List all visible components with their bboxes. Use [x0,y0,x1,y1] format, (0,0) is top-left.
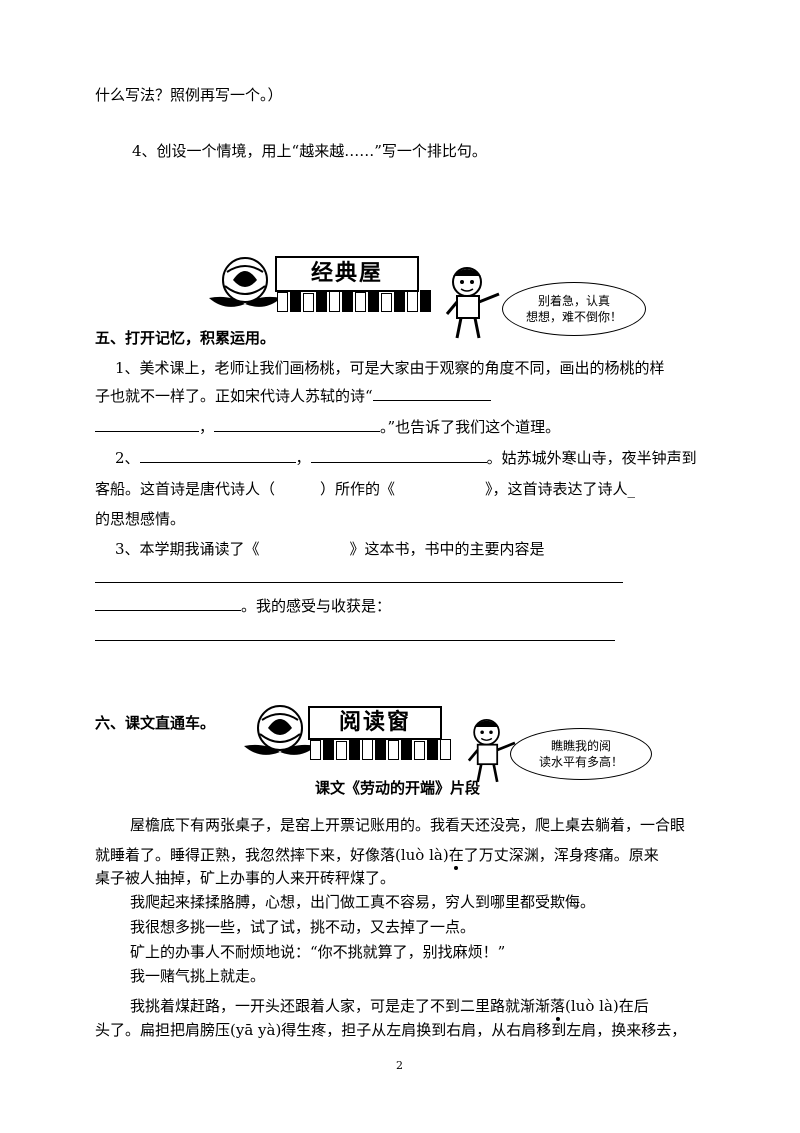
rose-icon [209,257,281,307]
passage-line: 我爬起来揉揉胳膊，心想，出门做工真不容易，穷人到哪里都受欺侮。 [130,893,596,911]
passage-text: 了万丈深渊，浑身疼痛。原来 [463,846,659,864]
answer-blank[interactable] [214,417,381,432]
q1-text: 。”也告诉了我们这个道理。 [380,418,561,436]
q2-line: 客船。这首诗是唐代诗人（ ）所作的《 》，这首诗表达了诗人_ [95,480,636,498]
section-heading: 五、打开记忆，积累运用。 [95,329,276,347]
passage-line: 就睡着了。睡得正熟，我忽然摔下来，好像落(luò là)在了万丈深渊，浑身疼痛。… [95,845,659,865]
bubble-text: 瞧瞧我的阅 [550,739,611,753]
q1-line: 1、美术课上，老师让我们画杨桃，可是大家由于观察的角度不同，画出的杨桃的样 [115,359,665,377]
child-pointing-icon [467,718,516,783]
banner-title: 阅读窗 [308,706,442,740]
page-number: 2 [396,1059,403,1072]
passage-line: 我一赌气挑上就走。 [130,967,266,985]
reading-title: 课文《劳动的开端》片段 [315,779,481,797]
q2-text: ， [295,449,311,467]
passage-text: 我挑着煤赶路，一开头还跟着人家，可是走了不到二里路就渐渐 [130,997,551,1015]
speech-bubble: 瞧瞧我的阅读水平有多高！ [510,728,652,780]
banner-reading: 阅读窗 瞧瞧我的阅读水平有多高！ [240,698,660,784]
q3-text: 。我的感受与收获是： [241,597,392,615]
q3-line: 3、本学期我诵读了《 》这本书，书中的主要内容是 [115,540,545,558]
dotted-char: 落 [550,997,566,1015]
answer-blank[interactable] [372,386,491,401]
answer-line[interactable] [95,582,623,583]
q1-text: 子也就不一样了。正如宋代诗人苏轼的诗“ [95,387,373,405]
passage-line: 屋檐底下有两张桌子，是窑上开票记账用的。我看天还没亮，爬上桌去躺着，一合眼 [130,816,686,834]
q1-line: ， 。”也告诉了我们这个道理。 [95,417,560,437]
passage-text: (luò là)在后 [565,997,649,1015]
text-line: 什么写法？照例再写一个。） [95,86,283,104]
bubble-text: 别着急，认真 [537,294,610,308]
section-heading: 六、课文直通车。 [95,714,216,732]
q1-text: ， [199,418,215,436]
passage-line: 头了。扁担把肩膀压(yā yà)得生疼，担子从左肩换到右肩，从右肩移到左肩，换来… [95,1021,687,1039]
banner-classic: 经典屋 别着急，认真想想，难不倒你！ [205,252,685,339]
bubble-text: 想想，难不倒你！ [525,310,622,324]
answer-blank[interactable] [95,417,199,432]
answer-blank[interactable] [95,596,241,611]
bubble-text: 读水平有多高！ [538,755,623,769]
answer-blank[interactable] [310,448,487,463]
speech-bubble: 别着急，认真想想，难不倒你！ [502,282,646,336]
q2-line: 的思想感情。 [95,510,186,528]
passage-line: 我很想多挑一些，试了试，挑不动，又去掉了一点。 [130,918,476,936]
passage-line: 我挑着煤赶路，一开头还跟着人家，可是走了不到二里路就渐渐落(luò là)在后 [130,996,649,1016]
q2-text: 。姑苏城外寒山寺，夜半钟声到 [486,449,697,467]
dotted-char: 在 [448,846,464,864]
passage-line: 矿上的办事人不耐烦地说：“你不挑就算了，别找麻烦！” [130,943,506,961]
books-icon [310,738,451,760]
rose-icon [244,705,316,755]
child-pointing-icon [445,267,500,339]
books-icon [277,290,431,312]
banner-title: 经典屋 [275,256,419,292]
q2-line: 2、 ， 。姑苏城外寒山寺，夜半钟声到 [115,448,697,468]
q2-text: 2、 [115,449,140,467]
question-4: 4、创设一个情境，用上“越来越……”写一个排比句。 [132,142,487,160]
q3-line: 。我的感受与收获是： [95,596,391,616]
q1-line: 子也就不一样了。正如宋代诗人苏轼的诗“ [95,386,491,406]
passage-text: 就睡着了。睡得正熟，我忽然摔下来，好像落(luò là) [95,846,449,864]
answer-blank[interactable] [139,448,296,463]
answer-line[interactable] [95,640,615,641]
passage-line: 桌子被人抽掉，矿上办事的人来开砖秤煤了。 [95,869,396,887]
